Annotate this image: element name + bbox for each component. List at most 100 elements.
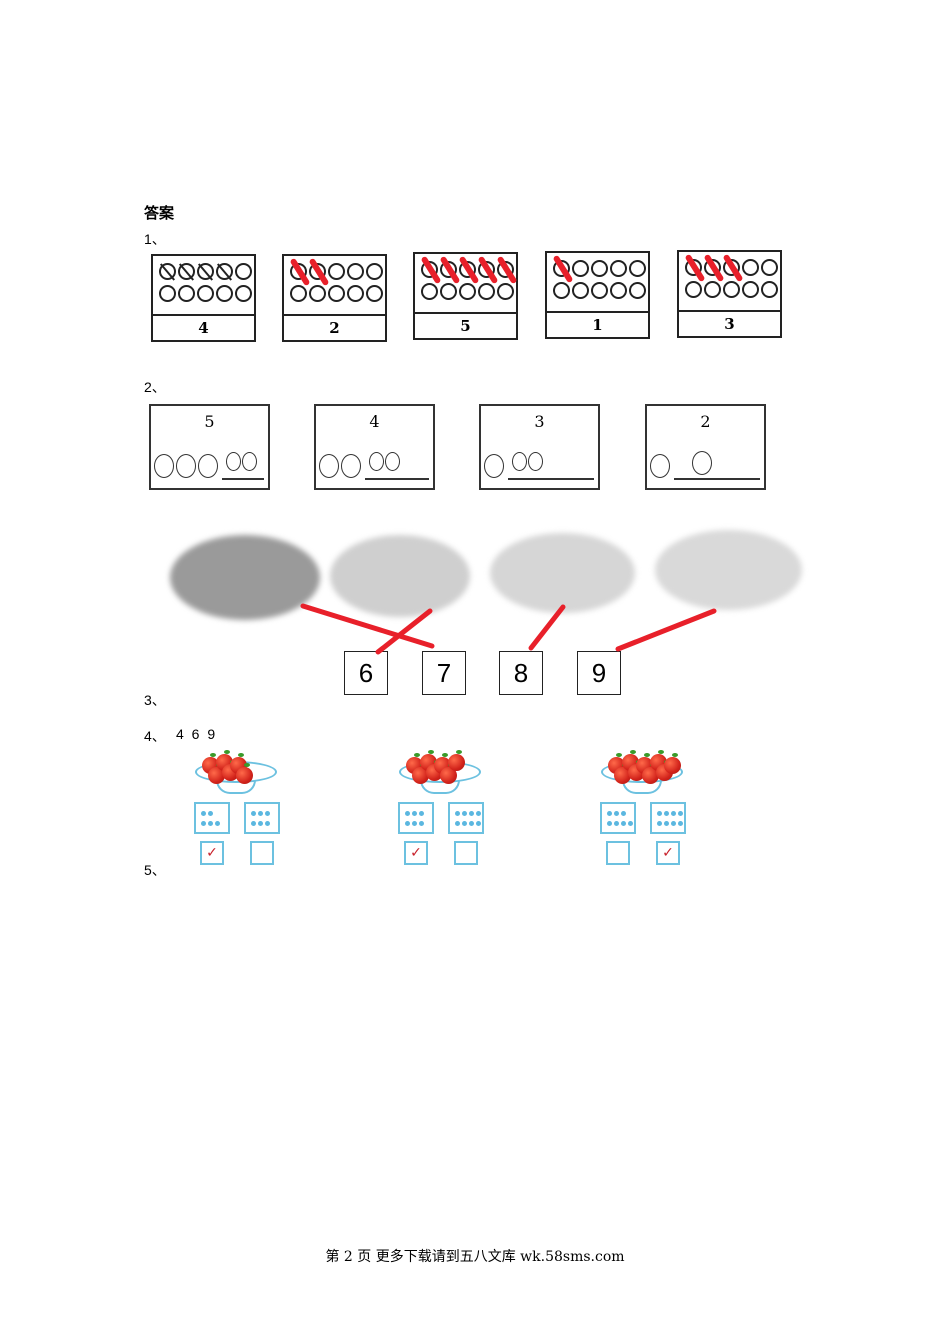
small-apple — [385, 452, 400, 471]
number-box-8: 8 — [499, 651, 543, 695]
dot-card — [600, 802, 636, 834]
circle — [159, 263, 176, 280]
group-pieces — [330, 535, 470, 617]
dot — [607, 821, 612, 826]
dot — [621, 811, 626, 816]
circle — [309, 285, 326, 302]
dot — [265, 821, 270, 826]
answer-line — [365, 478, 429, 480]
circle — [290, 285, 307, 302]
dot — [412, 811, 417, 816]
circle — [216, 263, 233, 280]
answer-line — [508, 478, 594, 480]
apple — [692, 451, 712, 475]
circle — [347, 285, 364, 302]
dot — [462, 811, 467, 816]
dot — [664, 821, 669, 826]
circle — [328, 285, 345, 302]
matching-lines — [300, 603, 717, 655]
dot — [678, 811, 683, 816]
dot — [251, 811, 256, 816]
section-2-label: 2、 — [144, 379, 166, 395]
count-label: 1 — [547, 311, 648, 337]
big-apple — [484, 454, 504, 478]
dot-card — [398, 802, 434, 834]
dot — [628, 821, 633, 826]
question-4-answer: 4 6 9 — [176, 726, 216, 742]
circle — [742, 281, 759, 298]
dot — [657, 821, 662, 826]
dot — [405, 811, 410, 816]
big-apple — [198, 454, 218, 478]
dot — [201, 821, 206, 826]
dot — [621, 821, 626, 826]
dot — [258, 821, 263, 826]
number-box-6: 6 — [344, 651, 388, 695]
circle — [761, 281, 778, 298]
apple — [448, 750, 465, 771]
dot — [405, 821, 410, 826]
big-apple — [154, 454, 174, 478]
group-gourds — [490, 533, 635, 613]
circle — [572, 282, 589, 299]
dot — [215, 821, 220, 826]
circle — [216, 285, 233, 302]
group-knives — [170, 535, 320, 620]
dot — [455, 821, 460, 826]
apple — [236, 763, 253, 784]
checked-box: ✓ — [404, 841, 428, 865]
match-line-9 — [615, 608, 717, 652]
group-tadpoles — [655, 530, 802, 610]
circle — [235, 285, 252, 302]
circle — [761, 259, 778, 276]
circle — [328, 263, 345, 280]
section-3-label: 3、 — [144, 692, 166, 708]
apple-box: 2 — [645, 404, 766, 490]
circle — [347, 263, 364, 280]
checked-box: ✓ — [200, 841, 224, 865]
apple — [664, 753, 681, 774]
circle — [159, 285, 176, 302]
circle — [440, 283, 457, 300]
answer-line — [674, 478, 760, 480]
answer-title: 答案 — [144, 204, 175, 222]
page-footer: 第 2 页 更多下载请到五八文库 wk.58sms.com — [325, 1249, 625, 1265]
dot — [462, 821, 467, 826]
circle — [478, 283, 495, 300]
count-label: 4 — [153, 314, 254, 340]
counting-box: 3 — [677, 250, 782, 338]
number-box-7: 7 — [422, 651, 466, 695]
small-apple — [528, 452, 543, 471]
answer-line — [222, 478, 264, 480]
dot — [614, 821, 619, 826]
small-apple — [242, 452, 257, 471]
circle — [572, 260, 589, 277]
circle — [704, 281, 721, 298]
match-line-7 — [300, 603, 435, 649]
circle — [421, 283, 438, 300]
circle — [629, 260, 646, 277]
small-apple — [512, 452, 527, 471]
match-line-8 — [528, 604, 566, 651]
dot — [476, 821, 481, 826]
dot — [614, 811, 619, 816]
circle — [366, 263, 383, 280]
count-label: 2 — [284, 314, 385, 340]
box-number: 4 — [369, 412, 380, 431]
circle — [197, 263, 214, 280]
circle — [591, 260, 608, 277]
big-apple — [341, 454, 361, 478]
circle — [197, 285, 214, 302]
counting-box: 5 — [413, 252, 518, 340]
dot-card — [448, 802, 484, 834]
circle — [591, 282, 608, 299]
circle — [497, 283, 514, 300]
dot-card — [650, 802, 686, 834]
dot — [607, 811, 612, 816]
circle — [629, 282, 646, 299]
dot — [664, 811, 669, 816]
circle — [366, 285, 383, 302]
section-1-label: 1、 — [144, 231, 166, 247]
circle — [235, 263, 252, 280]
checked-box: ✓ — [656, 841, 680, 865]
